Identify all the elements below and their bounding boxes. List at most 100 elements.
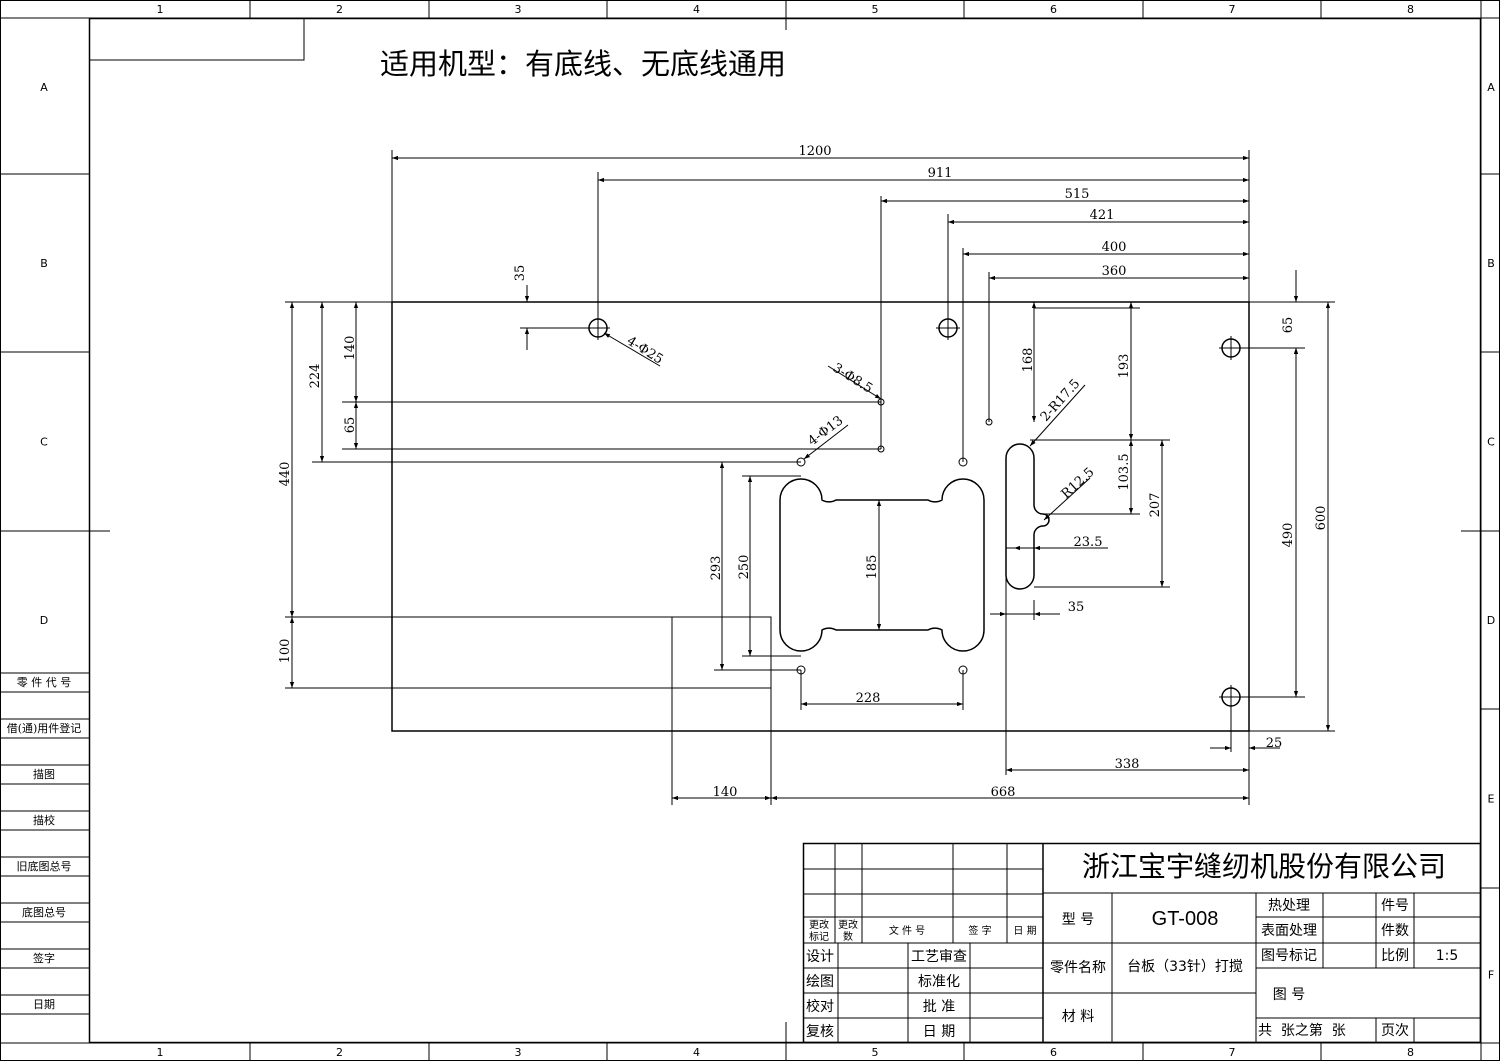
dim-65-right: 65: [1281, 317, 1296, 334]
dim-490: 490: [1281, 523, 1296, 548]
dim-103-5: 103.5: [1117, 453, 1132, 490]
heat-treat-label: 热处理: [1268, 898, 1310, 914]
design-label: 设计: [806, 949, 834, 965]
dim-23-5: 23.5: [1074, 535, 1103, 550]
side-panel: 零 件 代 号 借(通)用件登记 描图 描校 旧底图总号 底图总号 签字 日期: [0, 672, 89, 1015]
signature-label: 签 字: [968, 924, 991, 937]
zone-col-top-1: 1: [157, 3, 164, 16]
side-label-trace-check: 描校: [33, 813, 55, 827]
zone-col-top-5: 5: [872, 3, 879, 16]
dim-421: 421: [1090, 208, 1115, 223]
title-block: [802, 842, 1482, 1044]
dim-911: 911: [928, 166, 953, 181]
drawing-no-label: 图 号: [1273, 987, 1305, 1003]
side-label-part-code: 零 件 代 号: [17, 676, 72, 689]
callout-4-d25: 4-Φ25: [624, 334, 666, 368]
dim-440: 440: [278, 462, 293, 487]
rev-mark-1: 更改: [809, 918, 829, 931]
part-name-value: 台板（33针）打搅: [1127, 958, 1243, 975]
zone-row-right-E: E: [1488, 793, 1495, 806]
zone-col-bottom-6: 6: [1050, 1046, 1057, 1059]
scale-value: 1:5: [1436, 948, 1459, 964]
side-label-date: 日期: [33, 998, 55, 1011]
material-label: 材 料: [1062, 1009, 1094, 1025]
dim-168: 168: [1021, 348, 1036, 373]
zone-col-bottom-4: 4: [693, 1046, 700, 1059]
side-label-borrowed: 借(通)用件登记: [7, 721, 82, 735]
holes: [586, 316, 1243, 709]
drawing-heading: 适用机型：有底线、无底线通用: [380, 47, 786, 81]
rev-count-1: 更改: [838, 918, 858, 931]
dim-668: 668: [991, 785, 1016, 800]
dim-360: 360: [1102, 264, 1127, 279]
model-value: GT-008: [1152, 908, 1219, 930]
date2-label: 日 期: [923, 1024, 955, 1040]
dim-140-left: 140: [343, 336, 358, 361]
dim-515: 515: [1065, 187, 1090, 202]
zone-row-right-D: D: [1487, 614, 1495, 627]
rev-mark-2: 标记: [809, 931, 829, 943]
zone-col-bottom-5: 5: [872, 1046, 879, 1059]
side-label-sign: 签字: [33, 951, 55, 965]
zone-row-right-B: B: [1487, 257, 1495, 270]
dim-293: 293: [709, 556, 724, 581]
zone-col-bottom-8: 8: [1407, 1046, 1414, 1059]
zone-col-bottom-2: 2: [336, 1046, 343, 1059]
standardize-label: 标准化: [918, 974, 960, 990]
callout-2-r17-5: 2-R17.5: [1038, 376, 1084, 424]
zone-row-left-C: C: [40, 436, 48, 449]
drawing-mark-label: 图号标记: [1261, 948, 1317, 964]
dim-140-bottom: 140: [713, 785, 738, 800]
zone-row-right-C: C: [1487, 436, 1495, 449]
slot-cutout: [1005, 443, 1050, 590]
leader-lines: [603, 332, 1091, 521]
zone-col-bottom-7: 7: [1229, 1046, 1236, 1059]
zone-col-bottom-3: 3: [515, 1046, 522, 1059]
scale-label: 比例: [1381, 948, 1409, 964]
zone-row-right-F: F: [1488, 969, 1494, 982]
dim-250: 250: [737, 555, 752, 580]
dim-35-top: 35: [513, 265, 528, 282]
part-name-label: 零件名称: [1050, 960, 1106, 976]
zone-col-top-4: 4: [693, 3, 700, 16]
file-no-label: 文 件 号: [889, 924, 925, 937]
zone-row-left-B: B: [40, 257, 48, 270]
quantity-label: 件数: [1381, 923, 1409, 939]
check-label: 校对: [806, 998, 834, 1015]
process-review-label: 工艺审查: [911, 949, 967, 965]
extension-lines: [285, 150, 1335, 805]
part-no-label: 件号: [1381, 898, 1409, 914]
model-label: 型 号: [1062, 912, 1094, 928]
callout-r12-5: R12.5: [1059, 465, 1098, 502]
dumbbell-cutout: [779, 478, 985, 652]
rev-count-2: 数: [843, 930, 853, 943]
dim-400: 400: [1102, 240, 1127, 255]
dim-25: 25: [1266, 736, 1283, 751]
approve-label: 批 准: [923, 999, 955, 1015]
zone-col-top-7: 7: [1229, 3, 1236, 16]
dim-1200: 1200: [798, 144, 831, 159]
zone-col-top-6: 6: [1050, 3, 1057, 16]
dim-193: 193: [1117, 354, 1132, 379]
dim-228: 228: [856, 691, 881, 706]
surface-treat-label: 表面处理: [1261, 923, 1317, 939]
company-name: 浙江宝宇缝纫机股份有限公司: [1082, 850, 1446, 883]
side-label-old-base: 旧底图总号: [17, 859, 72, 873]
review-label: 复核: [806, 1023, 834, 1040]
dim-600: 600: [1314, 506, 1329, 531]
dim-224: 224: [308, 364, 323, 389]
draw-label: 绘图: [806, 974, 834, 990]
dim-338: 338: [1115, 757, 1140, 772]
zone-col-bottom-1: 1: [157, 1046, 164, 1059]
zone-row-left-A: A: [40, 81, 48, 94]
dimension-texts: 1200 911 515 421 400 360 35 140 224 440 …: [278, 144, 1329, 800]
zone-row-left-D: D: [40, 614, 48, 627]
dim-35-mid: 35: [1068, 600, 1085, 615]
date-label: 日 期: [1013, 925, 1036, 937]
zone-col-top-8: 8: [1407, 3, 1414, 16]
dim-100: 100: [278, 639, 293, 664]
side-label-base: 底图总号: [22, 905, 66, 919]
zone-row-right-A: A: [1487, 81, 1495, 94]
